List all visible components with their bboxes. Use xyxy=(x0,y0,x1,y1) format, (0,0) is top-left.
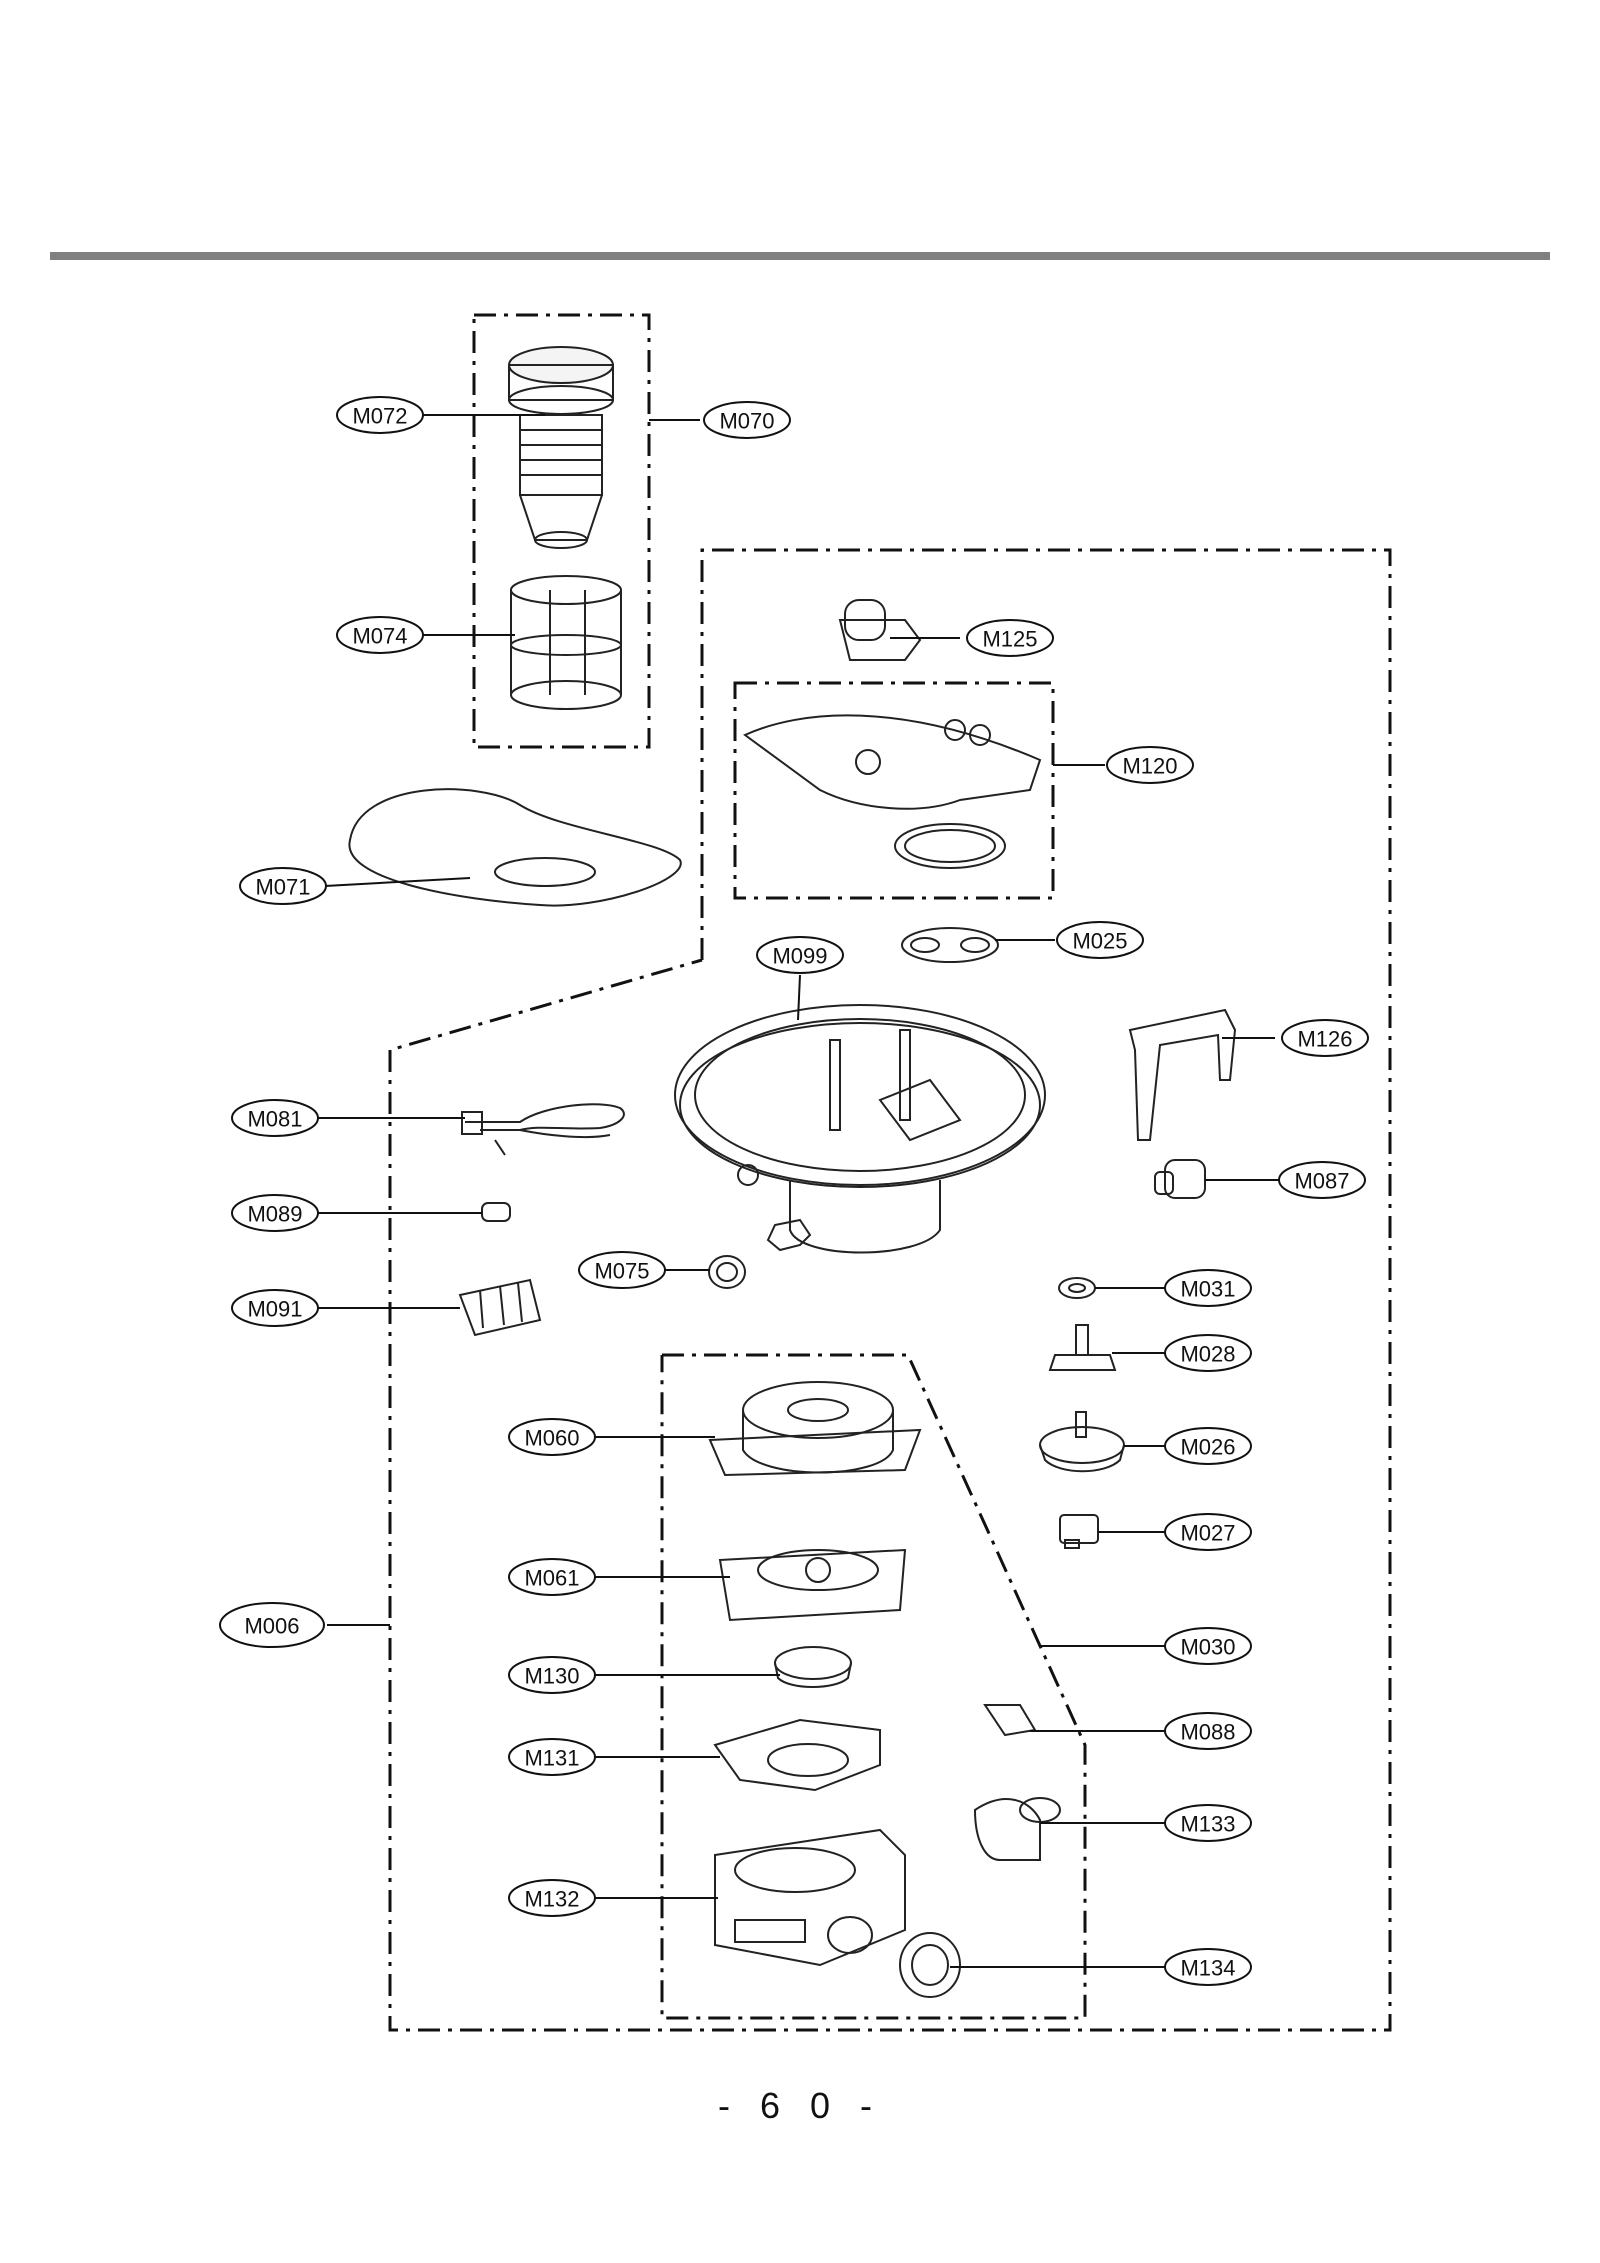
label-M060: M060 xyxy=(524,1426,579,1451)
pump-housing-part xyxy=(714,1828,906,1967)
sump-assembly-part xyxy=(674,1004,1046,1254)
funnel-part xyxy=(348,788,682,907)
label-M075: M075 xyxy=(594,1259,649,1284)
connector-part xyxy=(481,1202,511,1222)
callout-M132 xyxy=(508,1879,596,1917)
label-M026: M026 xyxy=(1180,1435,1235,1460)
motor-housing-part xyxy=(718,1548,907,1622)
bracket-part xyxy=(1128,1008,1237,1141)
callout-M006 xyxy=(219,1602,325,1648)
callout-M134 xyxy=(1164,1948,1252,1986)
label-M087: M087 xyxy=(1294,1169,1349,1194)
label-M025: M025 xyxy=(1072,929,1127,954)
label-M006: M006 xyxy=(244,1614,299,1639)
spray-arm-group-outline xyxy=(733,681,1055,900)
callout-M060 xyxy=(508,1418,596,1456)
label-M081: M081 xyxy=(247,1107,302,1132)
heater-part xyxy=(461,1103,625,1156)
sump-group-outline xyxy=(388,548,1392,2032)
label-M088: M088 xyxy=(1180,1720,1235,1745)
label-M120: M120 xyxy=(1122,754,1177,779)
callout-M126 xyxy=(1281,1019,1369,1057)
callout-M091 xyxy=(231,1289,319,1327)
label-M099: M099 xyxy=(772,944,827,969)
callout-M081 xyxy=(231,1099,319,1137)
label-M072: M072 xyxy=(352,404,407,429)
callout-M075 xyxy=(578,1251,666,1289)
label-M131: M131 xyxy=(524,1746,579,1771)
label-M028: M028 xyxy=(1180,1342,1235,1367)
clamp-part xyxy=(708,1255,746,1289)
callout-M026 xyxy=(1164,1427,1252,1465)
terminal-block-part xyxy=(458,1278,542,1337)
callout-M131 xyxy=(508,1738,596,1776)
label-M074: M074 xyxy=(352,624,407,649)
callout-M031 xyxy=(1164,1269,1252,1307)
callout-M028 xyxy=(1164,1334,1252,1372)
pump-group-outline xyxy=(660,1353,1087,2020)
clip-part xyxy=(983,1704,1037,1737)
nozzle-part xyxy=(838,599,922,661)
relay-part xyxy=(1059,1514,1099,1549)
callout-M061 xyxy=(508,1558,596,1596)
callout-M133 xyxy=(1164,1804,1252,1842)
callout-M130 xyxy=(508,1656,596,1694)
label-M089: M089 xyxy=(247,1202,302,1227)
callout-M070 xyxy=(703,401,791,439)
label-M126: M126 xyxy=(1297,1027,1352,1052)
sensor-part xyxy=(1154,1159,1206,1199)
gasket-part xyxy=(713,1718,881,1792)
callout-M030 xyxy=(1164,1627,1252,1665)
callout-M072 xyxy=(336,396,424,434)
label-M091: M091 xyxy=(247,1297,302,1322)
callout-M027 xyxy=(1164,1513,1252,1551)
callout-M120 xyxy=(1106,746,1194,784)
elbow-hose-part xyxy=(973,1797,1061,1861)
callout-M088 xyxy=(1164,1712,1252,1750)
label-M027: M027 xyxy=(1180,1521,1235,1546)
motor-part xyxy=(708,1381,922,1477)
label-M130: M130 xyxy=(524,1664,579,1689)
mesh-filter-part xyxy=(510,575,622,710)
shaft-part xyxy=(1048,1324,1117,1371)
callout-M025 xyxy=(1056,921,1144,959)
callout-M089 xyxy=(231,1194,319,1232)
wash-motor-part xyxy=(1039,1411,1125,1473)
label-M070: M070 xyxy=(719,409,774,434)
filter-group-outline xyxy=(472,313,651,749)
callout-M087 xyxy=(1278,1161,1366,1199)
label-M061: M061 xyxy=(524,1566,579,1591)
label-M030: M030 xyxy=(1180,1635,1235,1660)
spray-arm-part xyxy=(743,714,1042,869)
label-M134: M134 xyxy=(1180,1956,1235,1981)
callout-M074 xyxy=(336,616,424,654)
callout-M099 xyxy=(756,936,844,974)
label-M031: M031 xyxy=(1180,1277,1235,1302)
label-M133: M133 xyxy=(1180,1812,1235,1837)
seal-ring-part xyxy=(899,1932,961,1998)
label-M125: M125 xyxy=(982,627,1037,652)
callout-M125 xyxy=(966,619,1054,657)
callout-M071 xyxy=(239,867,327,905)
header-rule xyxy=(50,252,1550,260)
washer-part xyxy=(1058,1277,1096,1299)
label-M132: M132 xyxy=(524,1887,579,1912)
cover-plate-part xyxy=(901,927,999,963)
impeller-part xyxy=(774,1646,852,1688)
label-M071: M071 xyxy=(255,875,310,900)
page-number: - 6 0 - xyxy=(717,2085,883,2126)
filter-cup-part xyxy=(508,346,614,549)
